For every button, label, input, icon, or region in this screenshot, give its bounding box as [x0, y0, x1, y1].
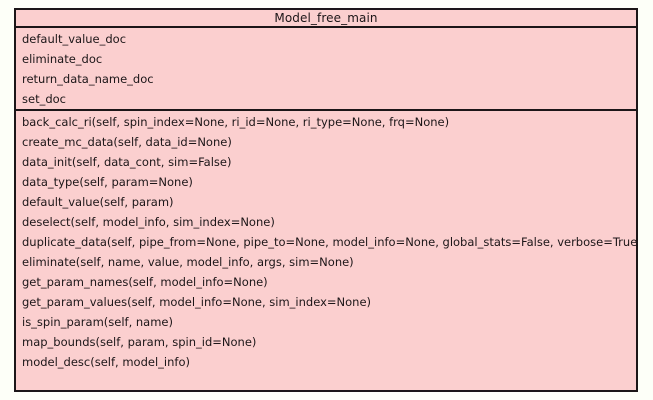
- methods-spacer: [16, 372, 636, 390]
- method-row: get_param_names(self, model_info=None): [22, 275, 268, 290]
- method-row: is_spin_param(self, name): [22, 315, 173, 330]
- method-row: back_calc_ri(self, spin_index=None, ri_i…: [22, 115, 450, 130]
- method-row: deselect(self, model_info, sim_index=Non…: [22, 215, 275, 230]
- method-row: data_init(self, data_cont, sim=False): [22, 155, 232, 170]
- uml-class-box-model-free-main: Model_free_main default_value_doc elimin…: [14, 8, 638, 392]
- method-row: get_param_values(self, model_info=None, …: [22, 295, 372, 310]
- attribute-row: set_doc: [22, 92, 66, 107]
- class-name-compartment: Model_free_main: [16, 10, 636, 29]
- method-row: map_bounds(self, param, spin_id=None): [22, 335, 257, 350]
- attribute-row: eliminate_doc: [22, 52, 103, 67]
- method-row: create_mc_data(self, data_id=None): [22, 135, 232, 150]
- attributes-compartment: default_value_doc eliminate_doc return_d…: [16, 28, 636, 112]
- methods-compartment: back_calc_ri(self, spin_index=None, ri_i…: [16, 111, 636, 390]
- method-row: model_desc(self, model_info): [22, 355, 190, 370]
- class-name-label: Model_free_main: [274, 11, 378, 26]
- method-row: default_value(self, param): [22, 195, 174, 210]
- method-row: data_type(self, param=None): [22, 175, 193, 190]
- attribute-row: default_value_doc: [22, 32, 127, 47]
- method-row: duplicate_data(self, pipe_from=None, pip…: [22, 235, 636, 250]
- method-row: eliminate(self, name, value, model_info,…: [22, 255, 354, 270]
- attribute-row: return_data_name_doc: [22, 72, 154, 87]
